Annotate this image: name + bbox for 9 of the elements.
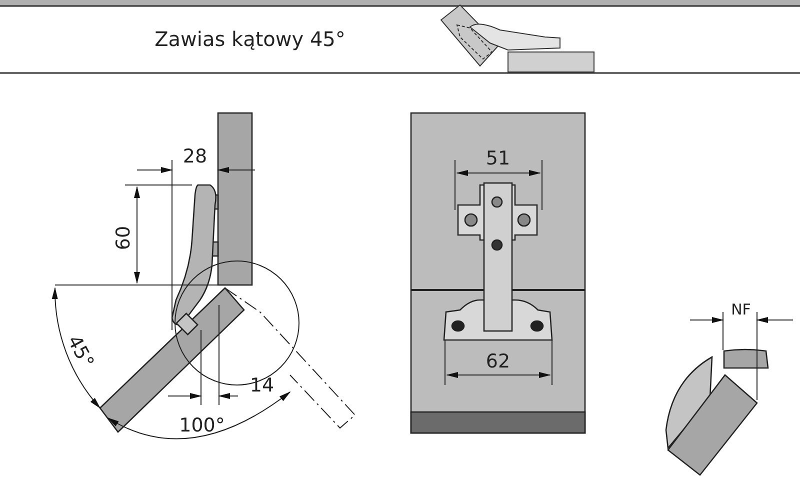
title: Zawias kątowy 45° (154, 29, 346, 49)
dimension-label: 51 (486, 150, 510, 168)
angle-label: 100° (179, 416, 225, 436)
dimension-label: 14 (250, 376, 274, 396)
dimension-label: 62 (486, 352, 510, 372)
dimension-label: 28 (182, 148, 208, 166)
dimension-label: 60 (114, 226, 134, 250)
angle-label: 45° (64, 332, 96, 372)
dimension-label: NF (731, 302, 751, 318)
